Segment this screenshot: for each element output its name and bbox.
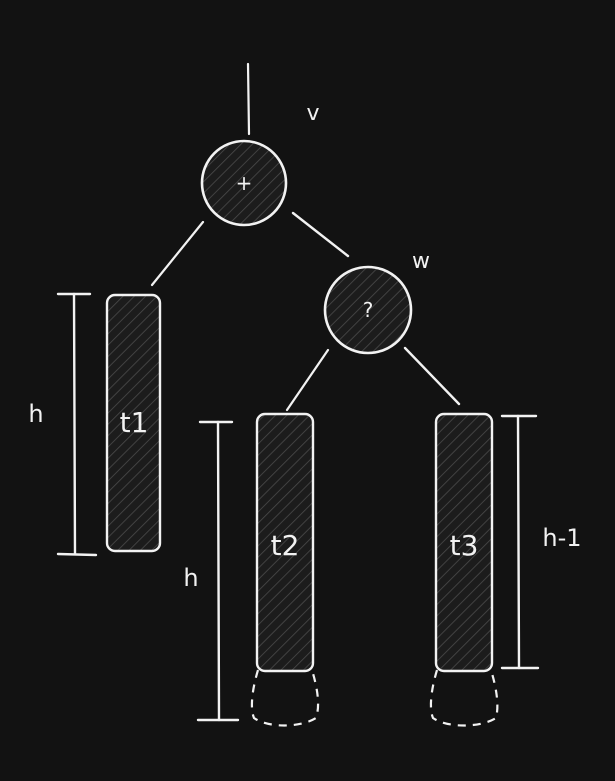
height-label-t1: h	[28, 400, 43, 428]
edge-root-t1	[150, 220, 205, 287]
root-symbol: +	[236, 171, 253, 195]
height-bracket-t3	[500, 414, 540, 670]
height-bracket-t2	[196, 420, 240, 722]
subtree-t1-label: t1	[120, 406, 149, 439]
child-name-label: w	[412, 249, 430, 274]
root-node: +	[200, 139, 288, 227]
height-label-t3: h-1	[542, 524, 581, 552]
subtree-t2-dashed-extension	[250, 669, 320, 727]
subtree-t2: t2	[250, 412, 320, 727]
edge-w-t3	[403, 346, 461, 406]
height-bracket-t1	[56, 292, 98, 557]
subtree-t2-label: t2	[271, 529, 300, 562]
subtree-t1: t1	[105, 293, 162, 553]
subtree-t3-label: t3	[450, 529, 479, 562]
edge-root-w	[291, 211, 350, 258]
incoming-edge	[246, 62, 251, 136]
height-label-t2: h	[183, 564, 198, 592]
child-node: ?	[323, 265, 413, 355]
root-name-label: v	[306, 101, 319, 126]
subtree-t3: t3	[429, 412, 499, 727]
subtree-t3-dashed-extension	[429, 669, 499, 727]
child-symbol: ?	[363, 298, 374, 322]
edge-w-t2	[285, 348, 330, 412]
